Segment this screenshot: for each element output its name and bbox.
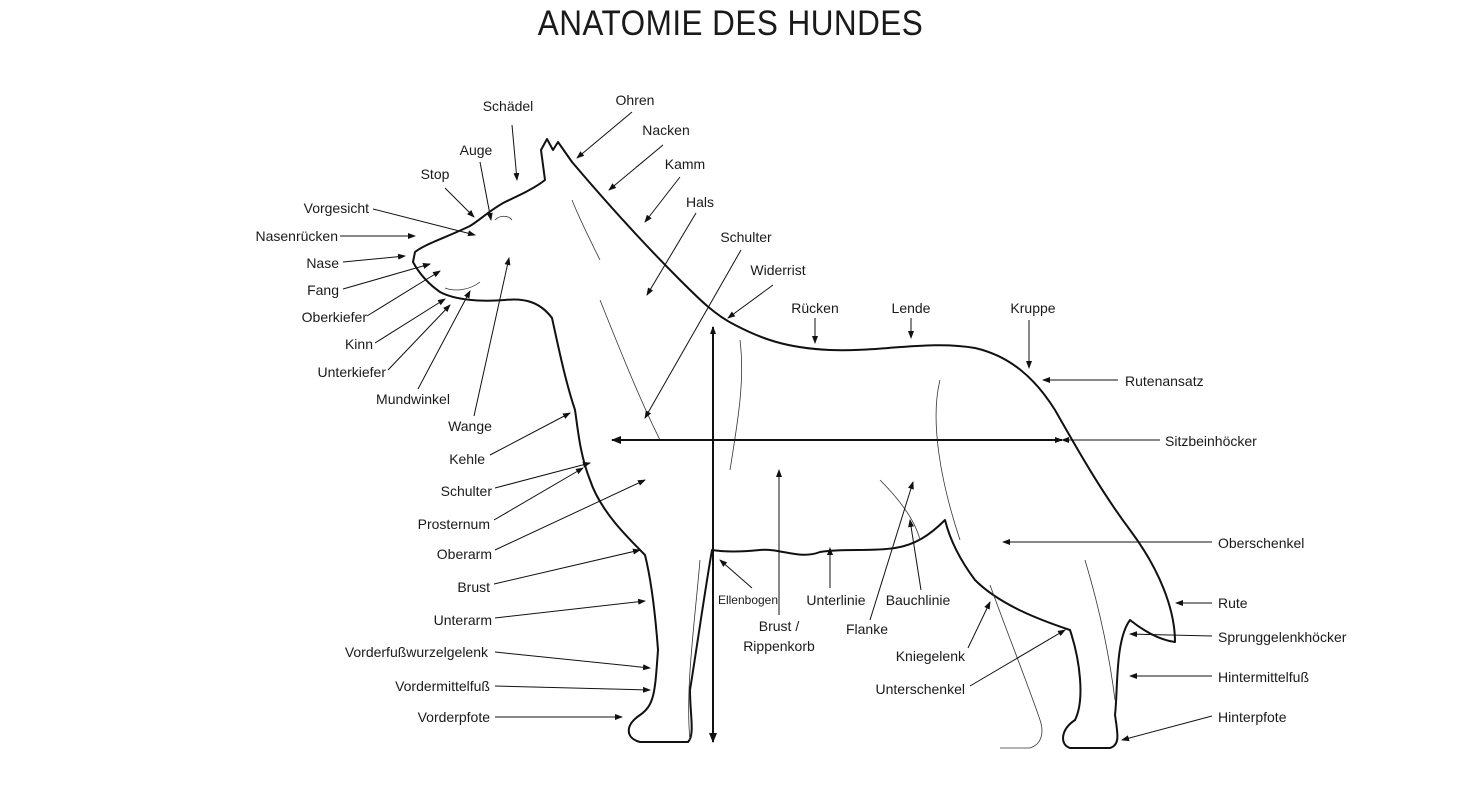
label-vordermittelfuss: Vordermittelfuß [395,678,490,694]
label-kinn: Kinn [345,336,373,352]
label-hintermittelfuss: Hintermittelfuß [1218,669,1309,685]
label-bauchlinie: Bauchlinie [886,592,951,608]
label-stop: Stop [421,166,450,182]
label-ruecken: Rücken [791,300,838,316]
labels: Schädel Ohren Nacken Kamm Hals Schulter … [256,92,1347,725]
label-unterlinie: Unterlinie [806,592,865,608]
label-wange: Wange [448,418,492,434]
label-mundwinkel: Mundwinkel [376,391,450,407]
label-rutenansatz: Rutenansatz [1125,373,1204,389]
dog-illustration [412,138,1176,749]
label-kehle: Kehle [449,451,485,467]
label-flanke: Flanke [846,621,888,637]
label-kamm: Kamm [665,156,705,172]
label-oberschenkel: Oberschenkel [1218,535,1304,551]
label-kruppe: Kruppe [1010,300,1055,316]
label-schaedel: Schädel [483,98,534,114]
label-auge: Auge [460,142,493,158]
label-nacken: Nacken [642,122,689,138]
label-rute: Rute [1218,595,1248,611]
label-brust: Brust [457,579,490,595]
label-hinterpfote: Hinterpfote [1218,709,1287,725]
label-arrows [340,111,1213,742]
label-brust-rippenkorb-2: Rippenkorb [743,638,815,654]
label-unterschenkel: Unterschenkel [876,681,966,697]
label-kniegelenk: Kniegelenk [896,648,966,664]
label-vorgesicht: Vorgesicht [304,200,369,216]
label-brust-rippenkorb-1: Brust / [759,618,800,634]
diagram-title: ANATOMIE DES HUNDES [537,4,924,43]
label-unterarm: Unterarm [434,612,492,628]
label-nasenruecken: Nasenrücken [256,228,339,244]
label-widerrist: Widerrist [750,262,805,278]
label-oberarm: Oberarm [437,546,492,562]
label-schulter-top: Schulter [720,229,772,245]
label-sitzbeinhoecker: Sitzbeinhöcker [1165,433,1257,449]
label-vorderpfote: Vorderpfote [418,709,491,725]
label-nase: Nase [306,255,339,271]
label-oberkiefer: Oberkiefer [302,309,368,325]
measurement-lines [611,326,1063,743]
label-vorderfusswurzelgelenk: Vorderfußwurzelgelenk [345,644,489,660]
label-unterkiefer: Unterkiefer [318,364,387,380]
label-ohren: Ohren [616,92,655,108]
label-ellenbogen: Ellenbogen [718,593,778,607]
label-prosternum: Prosternum [418,516,490,532]
label-sprunggelenkhoecker: Sprunggelenkhöcker [1218,629,1347,645]
label-lende: Lende [892,300,931,316]
label-hals: Hals [686,194,714,210]
label-schulter-left: Schulter [441,483,493,499]
label-fang: Fang [307,282,339,298]
